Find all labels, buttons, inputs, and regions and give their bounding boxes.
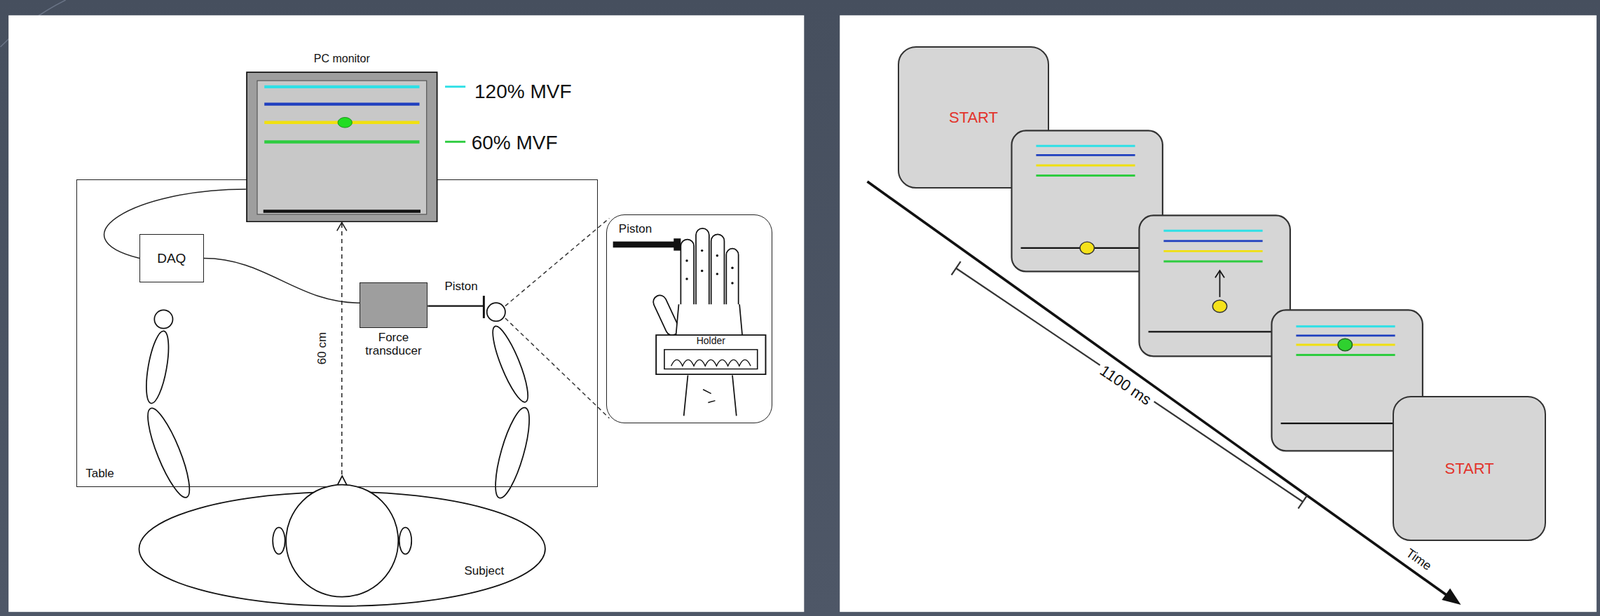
right-panel (839, 15, 1597, 612)
ear (272, 527, 285, 555)
monitor: PC monitor (245, 71, 439, 223)
level-line (1295, 325, 1395, 328)
holder-box: Holder (655, 334, 767, 375)
time-axis (867, 181, 1450, 597)
level-line (1163, 229, 1263, 232)
left-forearm (142, 329, 174, 406)
device-label: Force transducer (357, 330, 431, 358)
monitor-frame (246, 72, 438, 222)
bracket-tick (1297, 494, 1308, 509)
signal-wire-line (203, 258, 361, 304)
level-line (1295, 334, 1395, 338)
level-line (1163, 239, 1263, 242)
level-line (264, 85, 420, 89)
time-arrowhead (1441, 587, 1461, 605)
level-label: 60% MVF (471, 131, 558, 154)
level-line (1035, 145, 1135, 148)
daq-box: DAQ (139, 234, 204, 282)
zoom-leader (505, 217, 610, 306)
monitor-screen (257, 80, 427, 215)
force-transducer: Force transducer (359, 282, 427, 329)
distance-arrow-line (341, 222, 343, 475)
finger (680, 238, 694, 314)
motion-arrow (1218, 271, 1221, 297)
monitor-heading: PC monitor (245, 52, 439, 66)
right-forearm (486, 323, 535, 406)
level-label: 120% MVF (474, 81, 572, 104)
box-label: DAQ (156, 250, 186, 267)
cursor-dot (1337, 338, 1352, 351)
finger (726, 248, 738, 314)
edge-label: 60 cm (315, 330, 329, 367)
knuckle (685, 259, 688, 262)
wrist (684, 374, 737, 416)
knuckle (715, 254, 718, 257)
knuckle (730, 281, 734, 284)
palm (675, 304, 743, 338)
palm-outline (675, 304, 743, 338)
screen-text: START (948, 108, 998, 127)
level-line (264, 102, 420, 106)
subject-label: Subject (463, 564, 504, 579)
hand-drawing (606, 215, 772, 423)
screen-text: START (1445, 459, 1495, 478)
subject-drawing (138, 474, 548, 610)
knuckle (685, 277, 688, 280)
hand-inset: Piston Holder (606, 214, 773, 424)
level-tick (445, 85, 466, 88)
part-label: Piston (444, 280, 478, 294)
knuckle (715, 272, 718, 275)
baseline (1280, 422, 1411, 425)
left-upper-arm (140, 404, 197, 502)
finger (711, 234, 725, 312)
cursor-dot (1079, 241, 1094, 254)
monitor-drawing (245, 71, 439, 223)
piston-tip (673, 238, 681, 251)
cursor-dot (337, 117, 352, 128)
baseline (263, 209, 421, 213)
cursor-dot (1212, 299, 1227, 312)
arrowhead (337, 222, 347, 231)
level-line (1035, 174, 1135, 177)
holder-slot (664, 349, 758, 370)
level-line (1035, 163, 1135, 167)
start-screen: START (1392, 395, 1546, 542)
finger (695, 228, 710, 312)
part-label: Piston (618, 222, 652, 237)
bracket-tick (951, 261, 961, 275)
left-panel (8, 15, 804, 612)
level-line (1163, 260, 1263, 263)
piston-rod (427, 304, 484, 307)
left-hand (154, 309, 173, 328)
knuckle (730, 266, 734, 269)
wrist-crease (702, 388, 715, 403)
baseline (1147, 330, 1279, 333)
piston-plate (482, 295, 485, 319)
trial-screen (1138, 214, 1291, 358)
level-line (1035, 154, 1135, 157)
knuckle (700, 249, 703, 252)
signal-wire (203, 258, 361, 304)
table-outline: Table DAQ Force transducer (76, 179, 598, 487)
zoom-leader (505, 318, 610, 419)
piston-rod (613, 241, 677, 248)
level-line (264, 140, 420, 143)
table-label: Table (85, 466, 115, 481)
right-hand (487, 302, 506, 321)
head (285, 484, 399, 598)
knuckle (700, 269, 703, 272)
level-line (1163, 250, 1263, 253)
level-tick (445, 140, 466, 143)
motion-arrowhead (1214, 270, 1224, 278)
level-line (1295, 353, 1395, 357)
curled-fingers (671, 359, 751, 366)
part-label: Holder (655, 334, 767, 347)
distance-arrow (337, 222, 347, 475)
screen-frame (1138, 215, 1290, 357)
ear (398, 527, 411, 555)
subject-figure: Subject (138, 474, 548, 610)
